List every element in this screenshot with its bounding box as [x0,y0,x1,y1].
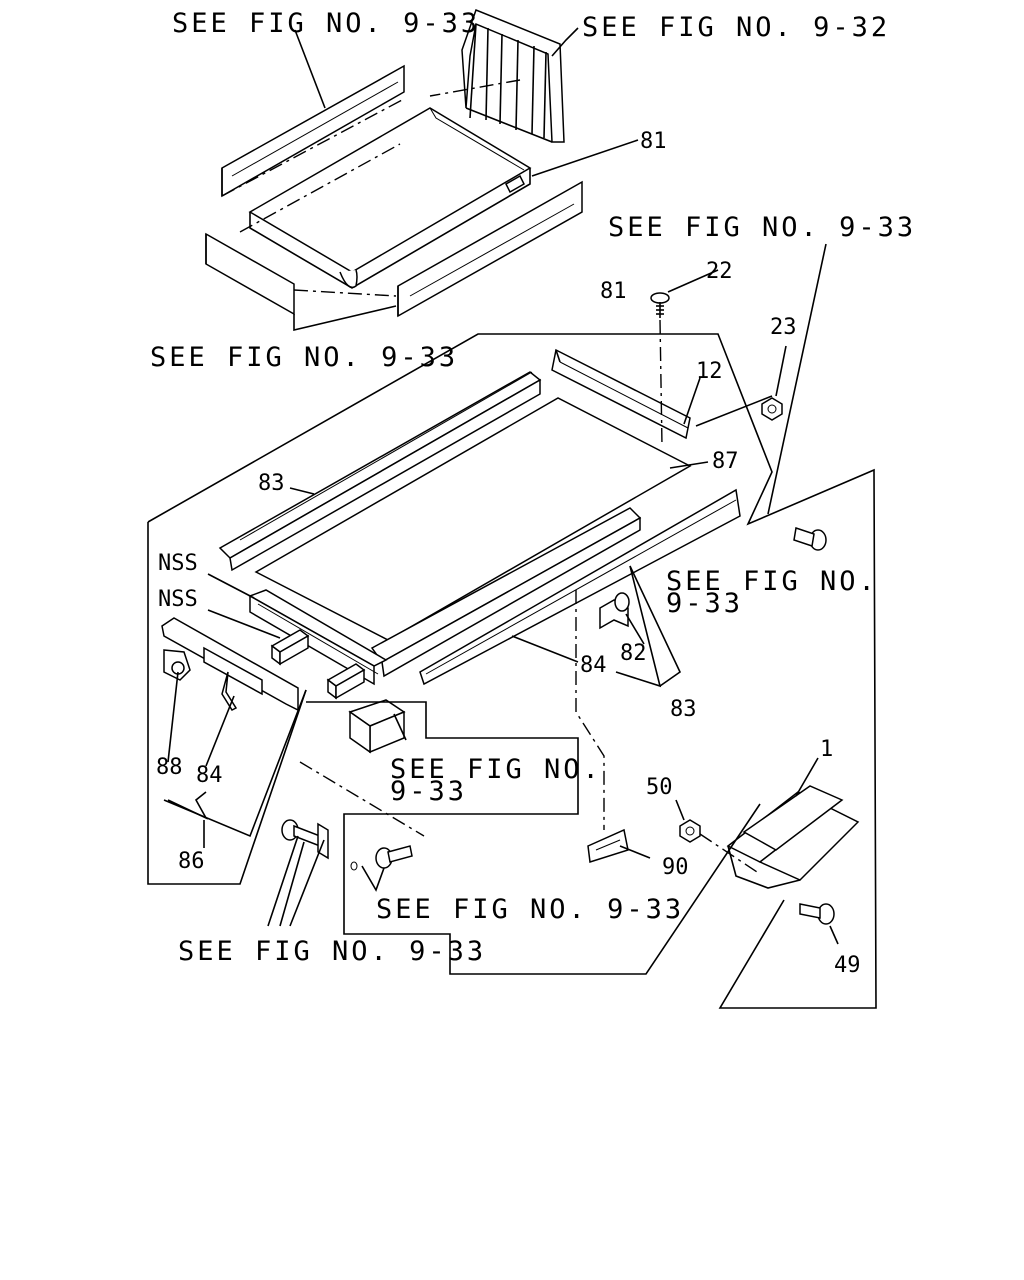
bolt-lower-center [350,845,413,871]
callout-84-mid: 84 [580,653,607,678]
callout-83-right: 83 [670,697,697,722]
body-side-panel-upper [221,64,405,198]
callout-22: 22 [706,259,733,284]
ref-fig-no-center-line1: SEE FIG NO. [390,754,602,785]
nut-23 [761,397,783,421]
deck-floor [248,107,532,289]
nut-50 [679,819,701,843]
main-sill-nss [248,589,388,686]
group-bracket-81 [147,333,877,1009]
callout-50: 50 [646,775,673,800]
short-block-nss-1 [270,629,310,666]
ref-fig-no-mid-line1: SEE FIG NO. [666,566,878,597]
rear-frame-86 [161,617,299,712]
callout-84-left: 84 [196,763,223,788]
corner-block [348,699,406,754]
callout-49: 49 [834,953,861,978]
short-block-nss-2 [326,663,366,700]
body-side-panel-lower-right [397,180,583,318]
bracket-1 [726,785,860,889]
callout-87: 87 [712,449,739,474]
bolt-22 [650,292,670,447]
side-rail-84-right [419,488,741,686]
ref-fig-no-mid-line2: 9-33 [666,588,743,619]
ref-fig-no-center-line2: 9-33 [390,776,467,807]
callout-nss-2: NSS [158,587,198,612]
deck-panel-87 [254,397,692,641]
callout-nss-1: NSS [158,551,198,576]
callout-1: 1 [820,737,833,762]
bolt-right [793,527,827,551]
side-rail-83-left [218,371,542,572]
ref-fig-9-33-bottom-left: SEE FIG NO. 9-33 [178,936,486,967]
ref-fig-9-33-left: SEE FIG NO. 9-33 [150,342,458,373]
bolt-clip-lower-left [281,819,329,860]
ref-fig-9-32: SEE FIG NO. 9-32 [582,12,890,43]
callout-86: 86 [178,849,205,874]
callout-82: 82 [620,641,647,666]
bolt-49 [799,903,835,925]
callout-88: 88 [156,755,183,780]
cross-member-12 [551,348,691,440]
front-gate-frame [429,9,565,143]
callout-81-mid: 81 [600,279,627,304]
callout-81-top: 81 [640,129,667,154]
ref-fig-9-33-right: SEE FIG NO. 9-33 [608,212,916,243]
bracket-82 [599,592,630,630]
callout-90: 90 [662,855,689,880]
callout-83-left: 83 [258,471,285,496]
callout-12: 12 [696,359,723,384]
ref-fig-9-33-bottom-center: SEE FIG NO. 9-33 [376,894,684,925]
ref-fig-9-33-top: SEE FIG NO. 9-33 [172,8,480,39]
callout-23: 23 [770,315,797,340]
